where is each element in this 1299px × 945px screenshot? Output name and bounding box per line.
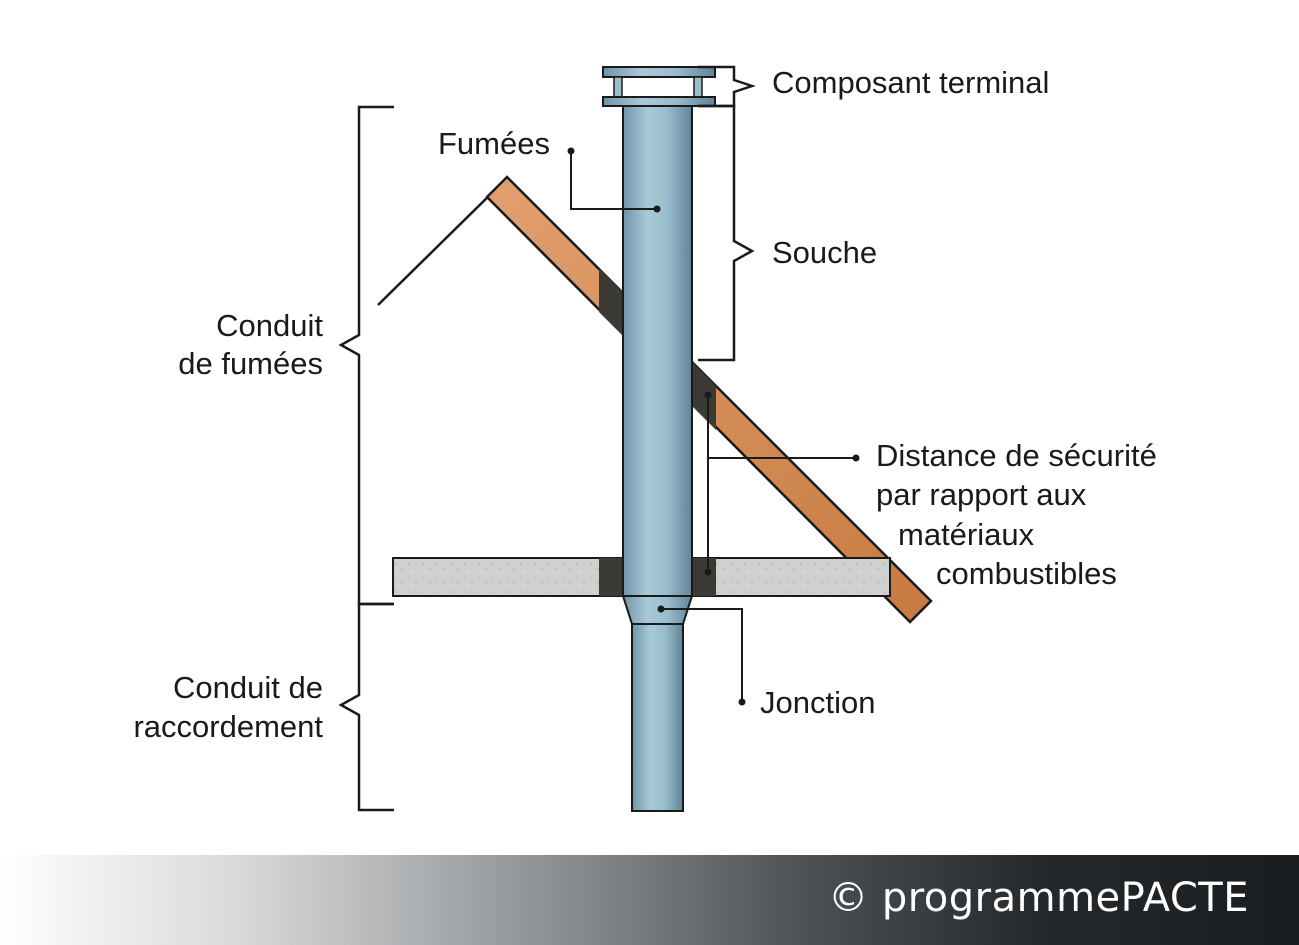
brace-conduit-raccordement (338, 602, 394, 812)
leader-jonction (661, 608, 743, 702)
label-composant-terminal: Composant terminal (772, 65, 1049, 100)
chimney-diagram: Composant terminal Fumées Souche Conduit… (133, 65, 1157, 812)
leader-distance (707, 395, 856, 572)
label-distance-line4: combustibles (936, 556, 1117, 591)
roof-rafter-line (377, 187, 498, 306)
flue-pipe (622, 105, 693, 597)
brace-souche (698, 104, 755, 362)
label-distance-line1: Distance de sécurité (876, 438, 1157, 473)
roof-insulation-right (692, 362, 716, 430)
leader-dot-fumees-end (653, 205, 661, 213)
leader-dot-distance-end (852, 454, 860, 462)
label-conduit-raccordement-line1: Conduit de (173, 670, 323, 705)
floor-insulation-left (599, 558, 623, 596)
leader-dot-jonction-end (738, 698, 746, 706)
terminal-cap-base (602, 96, 716, 107)
terminal-cap-post-left (613, 76, 623, 98)
roof-insulation-left (599, 268, 623, 336)
leader-fumees (570, 151, 657, 210)
label-distance-line2: par rapport aux (876, 477, 1087, 512)
label-distance-line3: matériaux (898, 517, 1035, 552)
label-fumees: Fumées (438, 126, 550, 161)
brace-conduit-fumees (338, 105, 394, 606)
connecting-pipe (631, 623, 684, 812)
leader-dot-distance-bottom (704, 568, 712, 576)
leader-dot-distance-top (704, 391, 712, 399)
terminal-cap-top (602, 66, 716, 78)
terminal-cap-post-right (693, 76, 703, 98)
copyright-text: © programmePACTE (828, 875, 1249, 921)
label-conduit-raccordement-line2: raccordement (133, 709, 323, 744)
label-conduit-fumees-line1: Conduit (216, 308, 323, 343)
label-jonction: Jonction (760, 685, 875, 720)
footer-banner: © programmePACTE (0, 855, 1299, 945)
label-conduit-fumees-line2: de fumées (178, 346, 323, 381)
floor-insulation-right (692, 558, 716, 596)
label-souche: Souche (772, 235, 877, 270)
